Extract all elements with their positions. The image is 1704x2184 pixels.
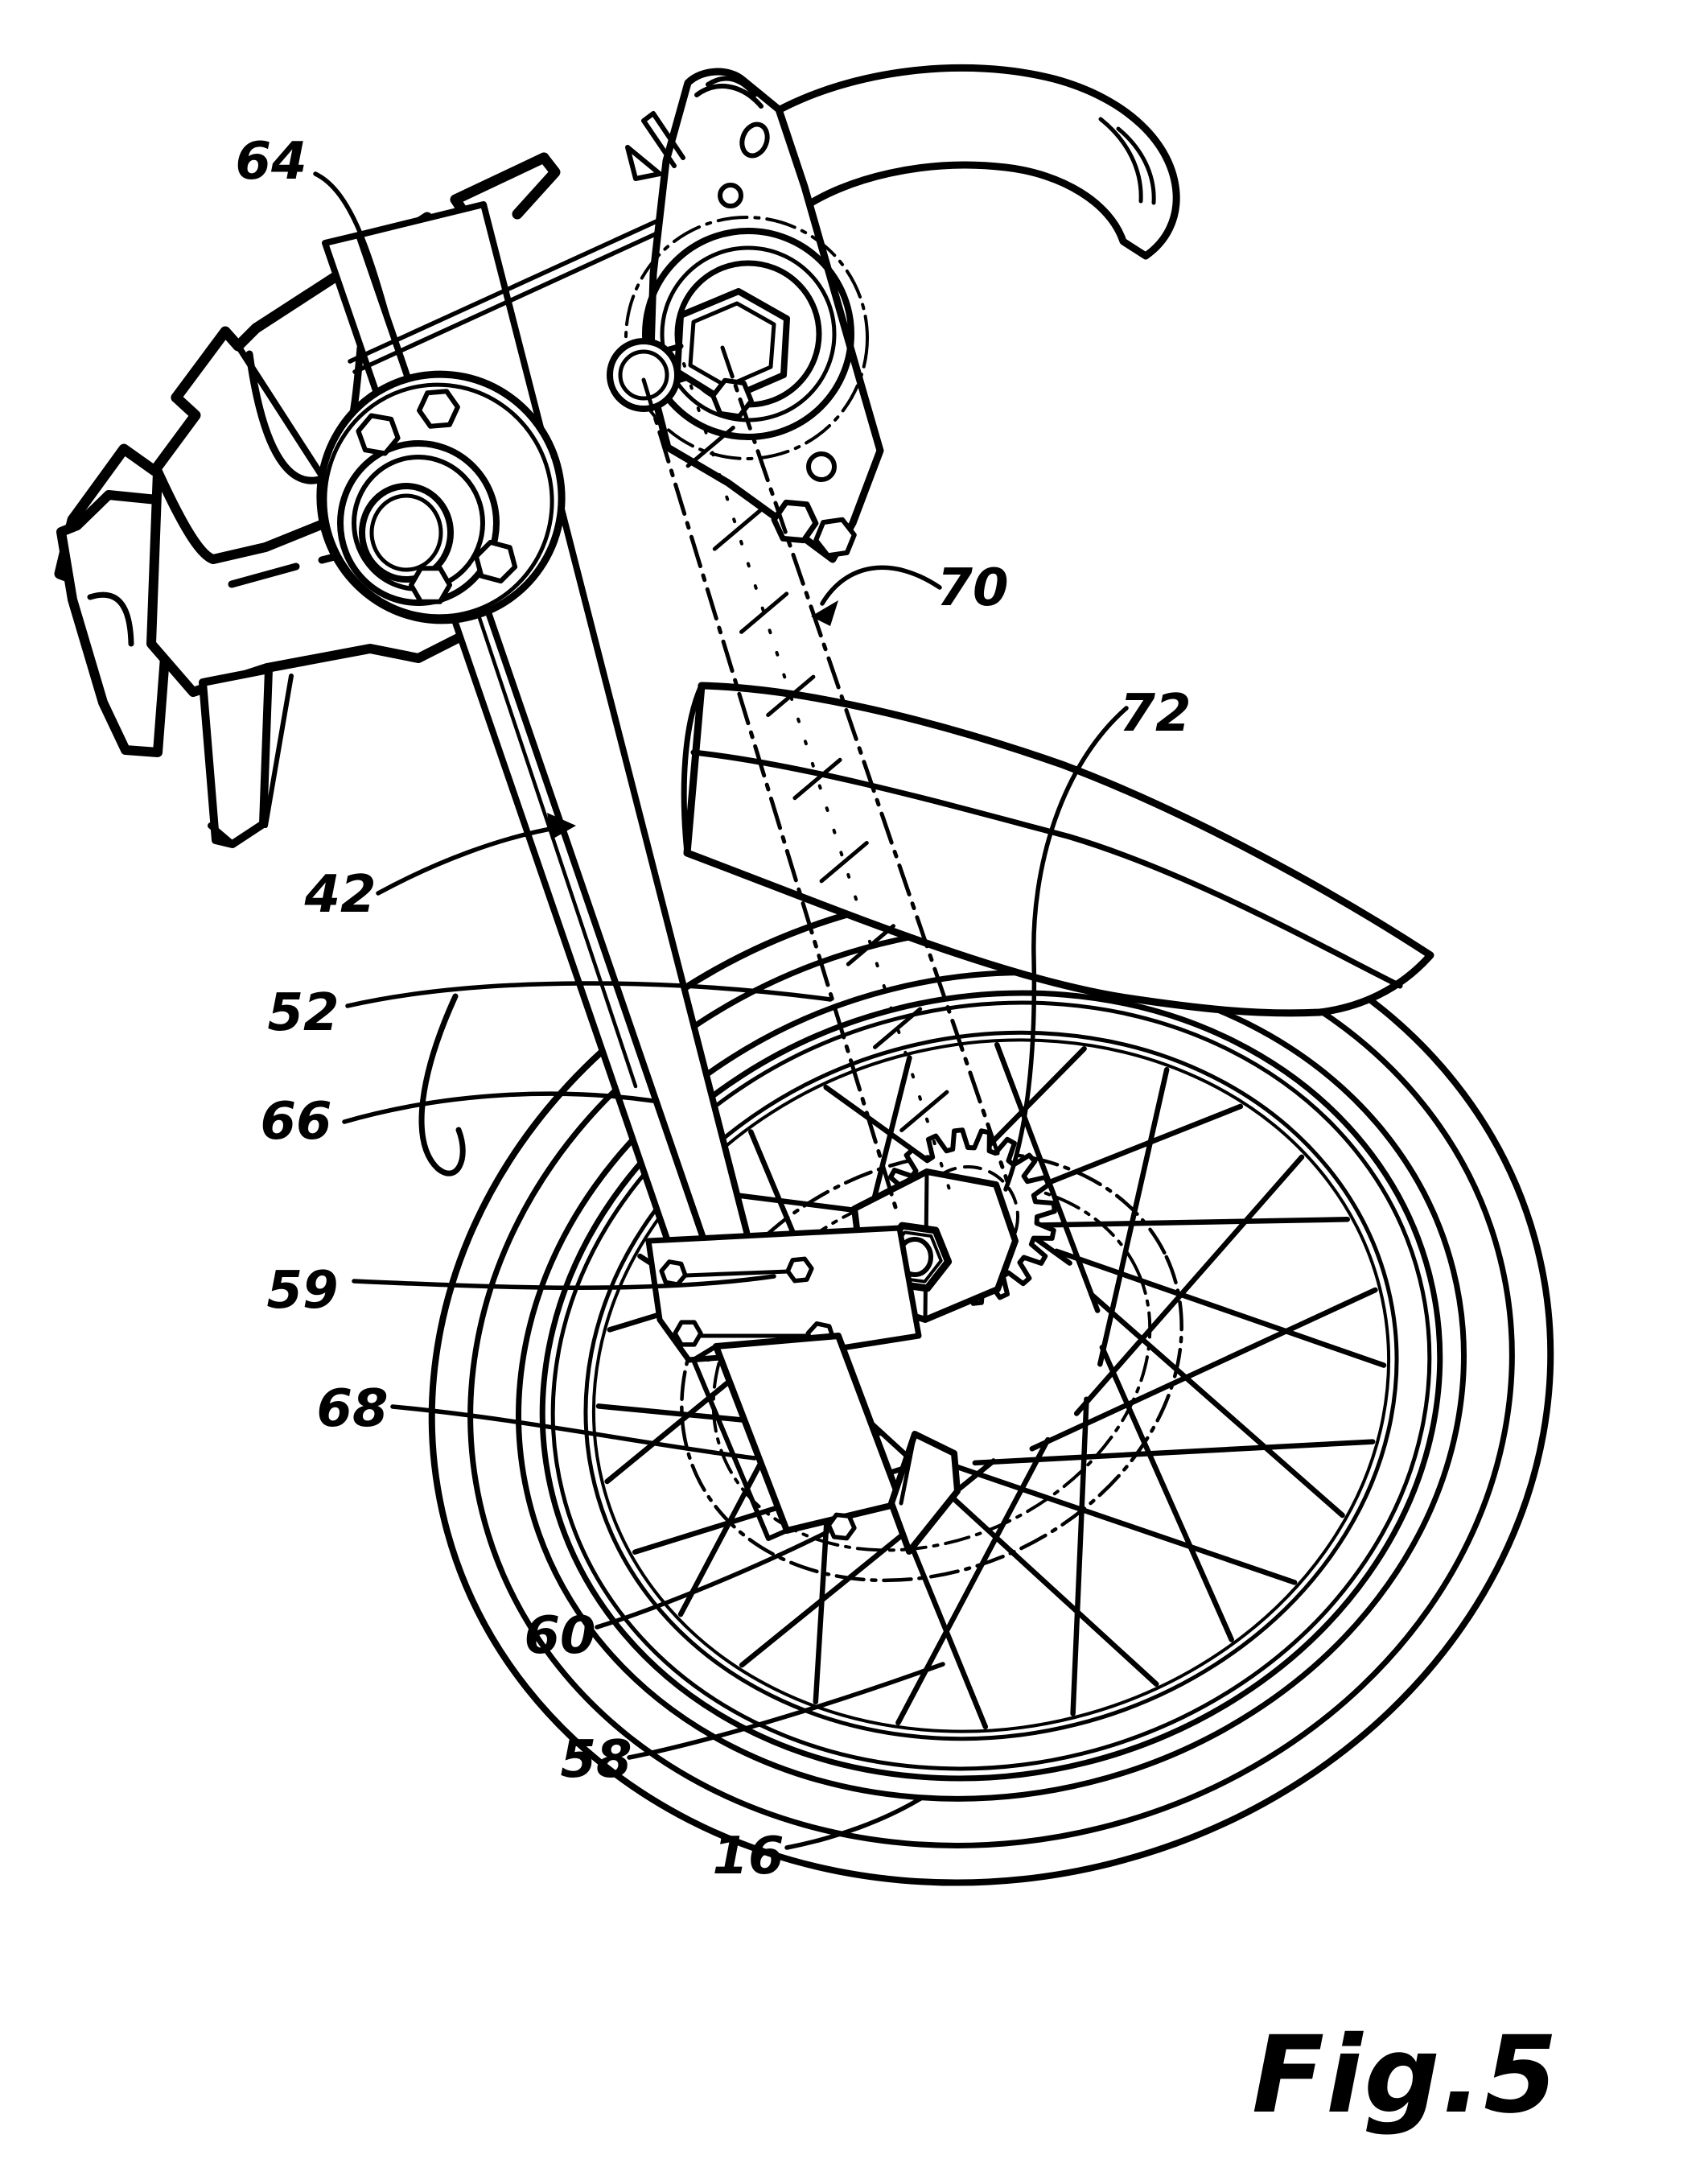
leader-58 (627, 1662, 945, 1760)
rim-inner-edge (583, 1030, 1399, 1741)
drive-sprocket-cluster (645, 1127, 1057, 1555)
spoke (895, 1436, 1051, 1726)
chassis-leg-rear-edge (263, 674, 294, 828)
tire-sidewall-line (467, 923, 1515, 1848)
ref-label-68: 68 (316, 1379, 388, 1439)
ref-label-59: 59 (266, 1261, 338, 1321)
fender-left-edge (681, 682, 705, 856)
ref-label-16: 16 (712, 1827, 784, 1886)
belt-tooth-mark (739, 591, 789, 634)
caliper-plate-bars (683, 1269, 812, 1338)
ref-label-52: 52 (267, 983, 339, 1043)
spoke (1070, 1396, 1089, 1716)
pulley-pitch-circle (624, 216, 869, 460)
flange-bolts (356, 389, 518, 604)
belt-tooth-mark (846, 924, 895, 966)
leader-70 (820, 565, 942, 606)
rim-inner-line2 (591, 1038, 1391, 1733)
spoke (1097, 1066, 1170, 1367)
flange-bore-outer (359, 483, 454, 583)
tensioner-bolt (826, 1512, 857, 1541)
leader-52 (345, 981, 833, 1008)
leader-68 (390, 1404, 757, 1461)
head-slot-hole (739, 122, 770, 159)
axle-hex-collar-inner (688, 301, 776, 389)
ref-label-70: 70 (936, 558, 1008, 618)
belt-tooth-marks (685, 426, 949, 1132)
chassis-top-beam-end (512, 152, 561, 220)
tensioner-wedge-edge (899, 1432, 917, 1506)
belt-tooth-mark (819, 841, 869, 884)
ref-label-42: 42 (303, 865, 376, 925)
spoke (1002, 1217, 1351, 1229)
ref-label-64: 64 (235, 132, 307, 192)
spoke (1089, 1292, 1345, 1518)
spoke (972, 1439, 1376, 1466)
fork-end-block-side (691, 1344, 789, 1541)
axle-shaft-end-inner (618, 349, 669, 401)
head-wing-rolled-edge (1098, 117, 1156, 205)
front-fender (681, 682, 1434, 1017)
reference-numerals: 64 70 72 42 52 66 59 68 60 58 16 (235, 132, 1191, 1886)
arrowhead-70 (811, 600, 838, 626)
spoke (1099, 1345, 1234, 1642)
fork-arm-chamfer-line (448, 529, 638, 1089)
leader-72 (1003, 706, 1129, 1192)
leader-60 (595, 1530, 829, 1630)
figure-caption: Fig.5 (1252, 2013, 1559, 2137)
belt-tooth-mark (873, 1007, 923, 1049)
cable-curl (418, 993, 466, 1176)
belt-tooth-mark (792, 757, 842, 801)
leader-lines (313, 171, 1129, 1850)
ref-label-58: 58 (560, 1730, 632, 1790)
head-top-pin (625, 111, 685, 181)
ref-label-66: 66 (260, 1092, 331, 1152)
ref-label-72: 72 (1119, 684, 1191, 744)
chassis-leg-front (199, 666, 273, 848)
chassis-foot-notch (87, 591, 134, 647)
arrowhead-42 (547, 813, 576, 839)
leader-64 (313, 171, 398, 348)
head-pin-hole (718, 183, 743, 208)
spoke (1029, 1287, 1378, 1452)
leader-42 (376, 825, 562, 896)
leader-66 (342, 1091, 656, 1124)
belt-tooth-mark (899, 1090, 949, 1132)
head-tab-hole (806, 451, 837, 482)
leader-59 (352, 1274, 776, 1291)
fender-seam-line (690, 749, 1403, 989)
leader-16 (784, 1795, 924, 1850)
steering-head (607, 64, 1180, 563)
belt-tooth-mark (712, 509, 762, 551)
drive-belt-run (641, 345, 1010, 1209)
pulley-bearing-circle (642, 228, 854, 440)
fender-body (683, 682, 1434, 1017)
spoke (1073, 1154, 1305, 1416)
belt-tooth-mark (766, 674, 816, 717)
chassis-leg-tip (208, 820, 266, 847)
spoke (1053, 1248, 1387, 1368)
flange-boss-outer (337, 440, 500, 606)
rim-outer-edge (539, 990, 1443, 1782)
ref-label-60: 60 (524, 1606, 595, 1666)
head-wing-bracket (770, 64, 1180, 260)
tire-bead-line (516, 970, 1467, 1802)
belt-tooth-mark (685, 426, 735, 468)
rim-outer-inner-line (550, 1000, 1432, 1771)
flange-bore-inner (369, 493, 443, 572)
hub-flange (316, 370, 566, 624)
head-lobe-rolled-edge (694, 76, 764, 109)
